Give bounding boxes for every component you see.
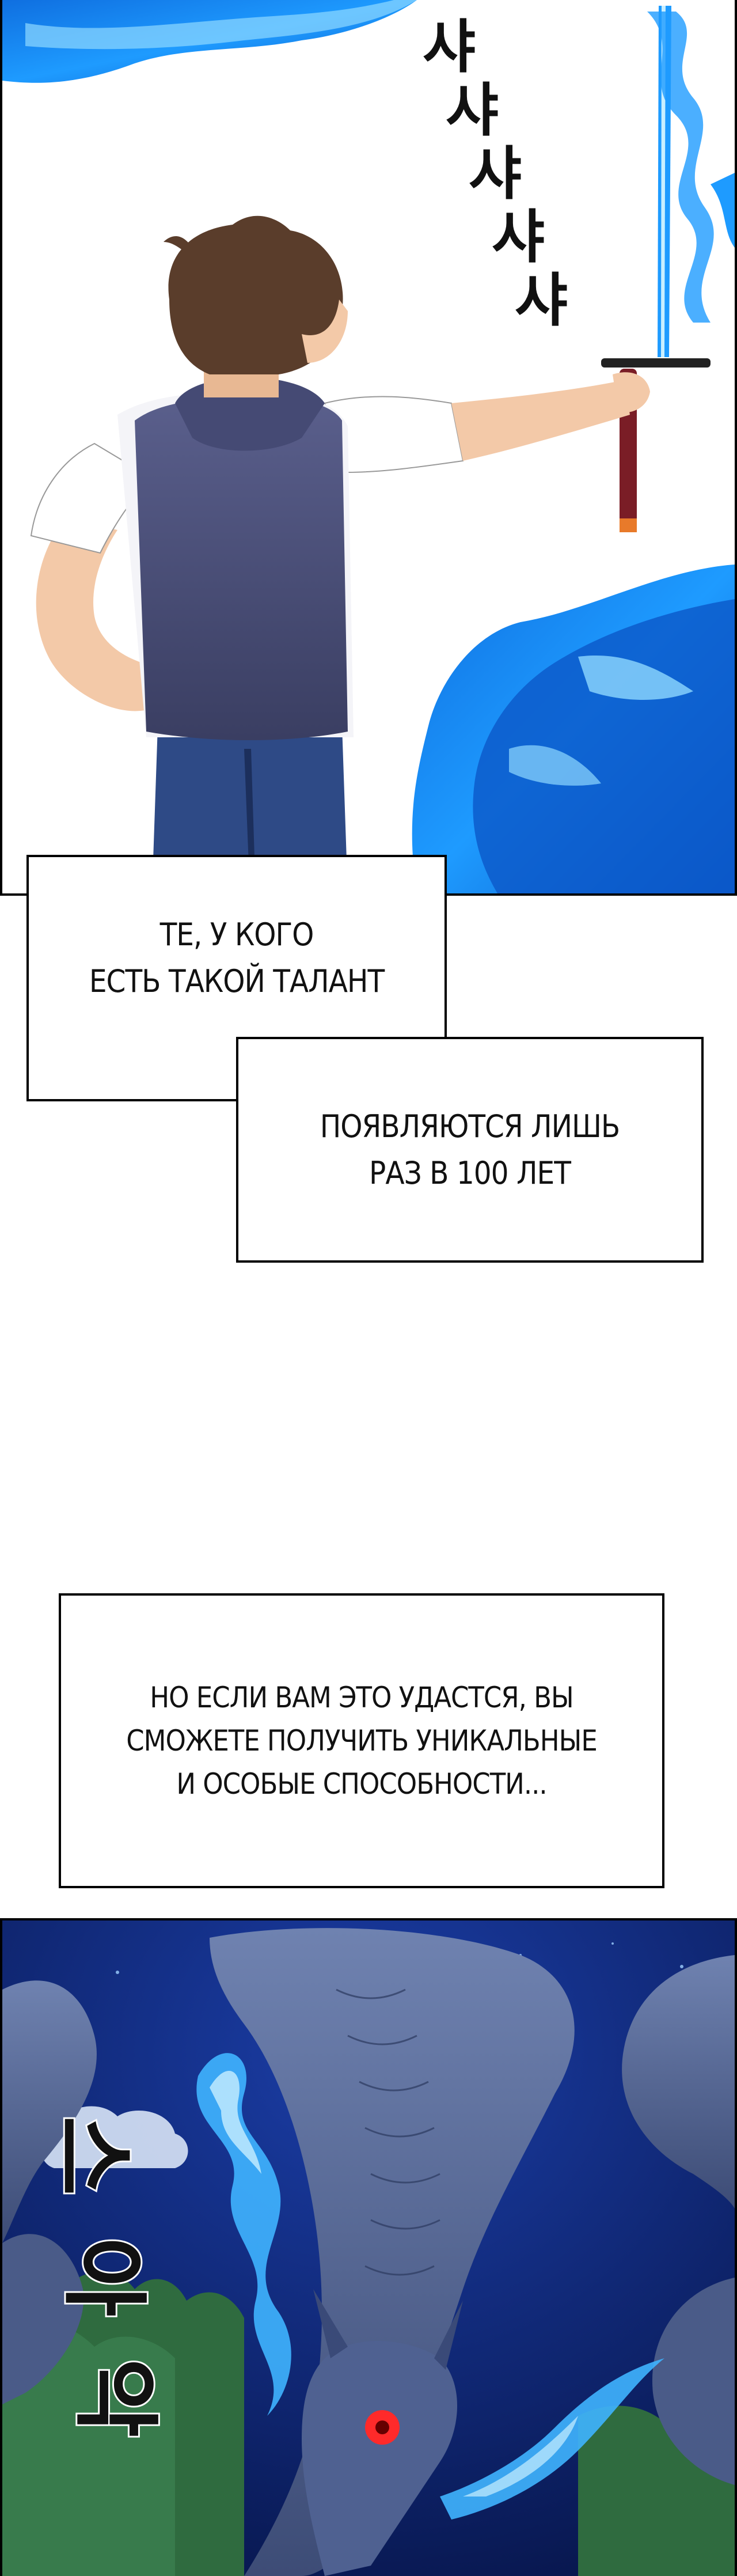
dragon-body bbox=[210, 1928, 575, 2576]
dragon-coil-left bbox=[2, 1980, 97, 2243]
hair bbox=[168, 215, 343, 374]
sfx-roar-char-2: 아 bbox=[52, 2235, 155, 2318]
sfx-roar-char-1: 스 bbox=[40, 2114, 144, 2197]
flame-blade bbox=[647, 12, 714, 323]
sfx-char-4: 샤 bbox=[492, 203, 545, 271]
sfx-roar: 스 아 악 bbox=[25, 2093, 198, 2554]
dragon-coil-right bbox=[622, 1955, 735, 2208]
flame-dragon-left bbox=[196, 2053, 291, 2416]
bottom-panel: 스 아 악 bbox=[0, 1918, 737, 2576]
caption-text-2: ПОЯВЛЯЮТСЯ ЛИШЬ РАЗ В 100 ЛЕТ bbox=[320, 1108, 621, 1191]
dragon-head bbox=[302, 2341, 457, 2576]
sfx-swoosh: 샤 샤 샤 샤 샤 bbox=[417, 0, 601, 369]
sfx-char-3: 샤 bbox=[469, 140, 522, 207]
bottom-panel-art bbox=[2, 1920, 735, 2576]
flame-dragon-right bbox=[440, 2358, 664, 2520]
caption-box-3: НО ЕСЛИ ВАМ ЭТО УДАСТСЯ, ВЫ СМОЖЕТЕ ПОЛУ… bbox=[59, 1593, 664, 1888]
character-back-view bbox=[30, 215, 650, 893]
sfx-char-2: 샤 bbox=[446, 77, 499, 144]
sfx-char-1: 샤 bbox=[423, 13, 476, 81]
hooded-vest bbox=[135, 397, 348, 740]
sfx-char-5: 샤 bbox=[515, 267, 568, 334]
sfx-roar-char-3: 악 bbox=[63, 2356, 167, 2439]
caption-text-3: НО ЕСЛИ ВАМ ЭТО УДАСТСЯ, ВЫ СМОЖЕТЕ ПОЛУ… bbox=[126, 1680, 598, 1801]
top-panel-art bbox=[2, 0, 735, 893]
caption-box-2: ПОЯВЛЯЮТСЯ ЛИШЬ РАЗ В 100 ЛЕТ bbox=[236, 1037, 704, 1263]
caption-text-1: ТЕ, У КОГО ЕСТЬ ТАКОЙ ТАЛАНТ bbox=[89, 916, 385, 999]
dragon-scales bbox=[336, 1988, 440, 2276]
top-panel: 샤 샤 샤 샤 샤 bbox=[0, 0, 737, 896]
